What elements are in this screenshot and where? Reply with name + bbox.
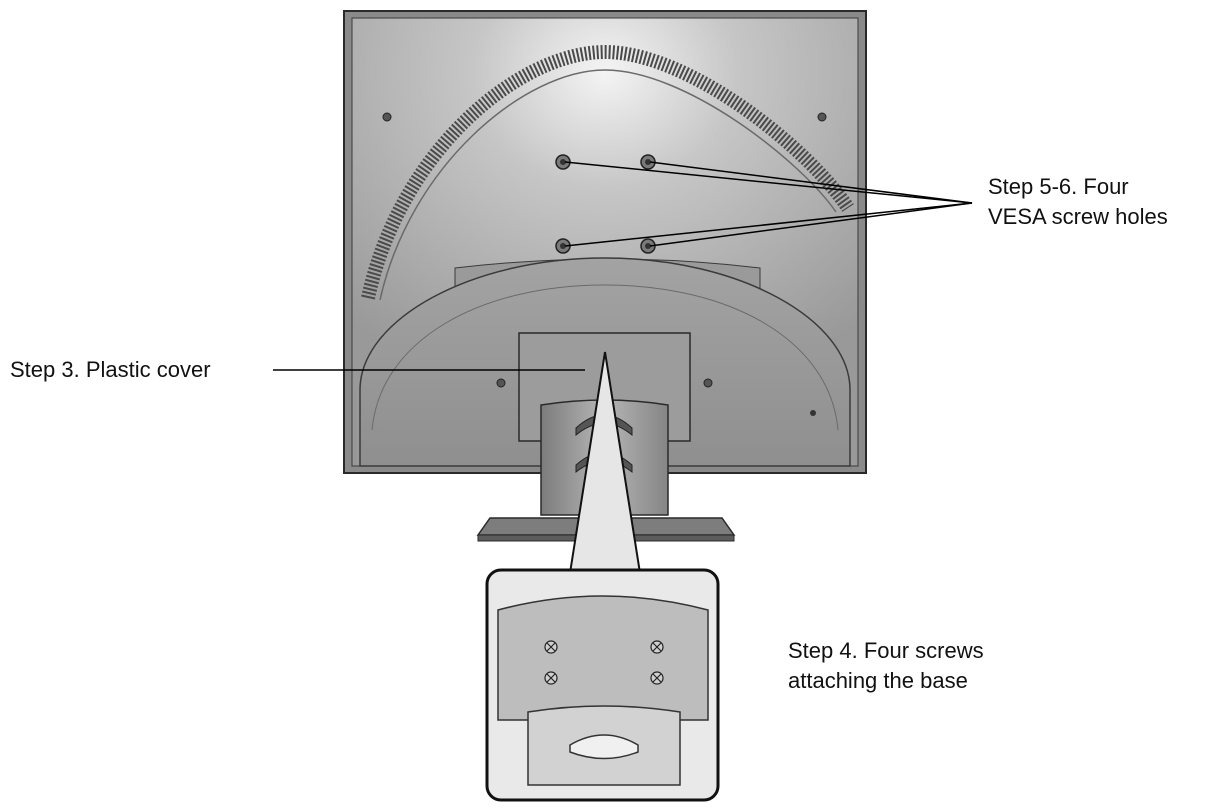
leader-line-vesa-2 (649, 161, 973, 204)
screw-x-icon (650, 671, 664, 685)
vesa-label-line1: Step 5-6. Four (988, 174, 1129, 199)
vesa-label-line2: VESA screw holes (988, 204, 1168, 229)
vent-grille-edge (379, 69, 837, 301)
screw-x-icon (544, 671, 558, 685)
plastic-cover-label: Step 3. Plastic cover (10, 357, 211, 382)
base-screws-label: Step 4. Four screws attaching the base (788, 636, 984, 696)
detail-mount-plate (497, 595, 709, 721)
screw-hole-icon (555, 154, 571, 170)
lower-screw-left (496, 378, 506, 388)
base-label-line2: attaching the base (788, 668, 968, 693)
lower-arch-inner (371, 284, 839, 431)
base-label-line1: Step 4. Four screws (788, 638, 984, 663)
leader-line-vesa-4 (649, 202, 973, 247)
corner-screw-top-left (382, 112, 392, 122)
screw-x-icon (650, 640, 664, 654)
screw-x-icon (544, 640, 558, 654)
corner-screw-top-right (817, 112, 827, 122)
leader-line-vesa-3 (564, 202, 973, 247)
detail-handle (569, 734, 639, 760)
vent-grille (361, 44, 854, 300)
lower-screw-right (703, 378, 713, 388)
leader-line-vesa-1 (564, 161, 973, 204)
vesa-screw-holes-label: Step 5-6. Four VESA screw holes (988, 172, 1168, 232)
lock-slot (810, 410, 816, 416)
